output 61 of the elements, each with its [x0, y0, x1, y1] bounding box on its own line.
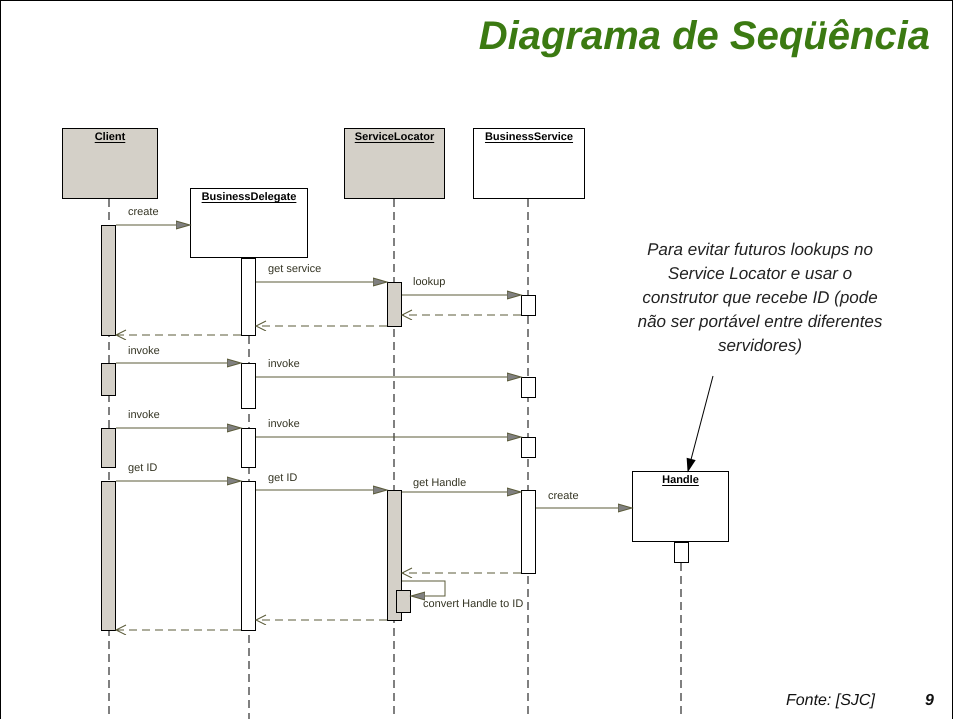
message-label: invoke: [128, 409, 160, 422]
activation-bar: [241, 481, 256, 631]
message-label: invoke: [268, 358, 300, 371]
pointer-arrow: [686, 376, 714, 472]
activation-bar: [101, 481, 116, 631]
object-name: ServiceLocator: [354, 131, 436, 143]
object-box: [62, 128, 158, 199]
activation-bar: [521, 490, 536, 574]
activation-bar: [521, 437, 536, 458]
object-name: BusinessDelegate: [200, 191, 298, 203]
activation-bar: [396, 590, 411, 613]
slide-title: Diagrama de Seqüência: [478, 14, 930, 59]
object-name: Client: [94, 131, 126, 143]
message-arrow: [256, 372, 522, 382]
note-text: Para evitar futuros lookups no Service Locator e usar o construtor que recebe ID (pode não ser portável entre diferentes servidores): [632, 238, 888, 358]
return-arrow: [402, 568, 522, 578]
message-label: create: [128, 206, 159, 219]
message-arrow: [402, 290, 522, 300]
message-label: convert Handle to ID: [423, 598, 524, 611]
message-label: get Handle: [413, 477, 466, 490]
source-note: Fonte: [SJC]: [786, 692, 875, 710]
object-box: [632, 471, 729, 542]
message-arrow: [536, 504, 632, 512]
object-box: [190, 188, 308, 258]
activation-bar: [241, 363, 256, 409]
activation-bar: [101, 428, 116, 468]
activation-bar: [241, 258, 256, 336]
activation-bar: [241, 428, 256, 468]
message-arrow: [116, 476, 242, 486]
message-label: invoke: [268, 418, 300, 431]
activation-bar: [521, 295, 536, 316]
return-arrow: [256, 614, 388, 626]
message-label: invoke: [128, 345, 160, 358]
return-arrow: [256, 320, 388, 332]
activation-bar: [101, 225, 116, 336]
message-label: get ID: [268, 472, 298, 485]
page-number: 9: [925, 692, 934, 710]
return-arrow: [402, 310, 522, 320]
message-arrow: [256, 486, 388, 494]
return-arrow: [116, 330, 242, 340]
activation-bar: [521, 377, 536, 398]
message-label: get ID: [128, 462, 158, 475]
message-arrow: [402, 580, 446, 600]
object-name: BusinessService: [484, 131, 574, 143]
message-arrow: [116, 358, 242, 368]
activation-bar: [101, 363, 116, 396]
object-box: [473, 128, 585, 199]
message-arrow: [256, 278, 388, 286]
object-name: Handle: [661, 474, 700, 486]
message-label: get service: [268, 263, 322, 276]
return-arrow: [116, 624, 242, 636]
message-arrow: [116, 424, 242, 432]
message-label: lookup: [413, 276, 446, 289]
activation-bar: [674, 542, 689, 563]
object-box: [344, 128, 445, 199]
message-arrow: [402, 488, 522, 496]
message-arrow: [116, 220, 190, 230]
message-arrow: [256, 432, 522, 442]
activation-bar: [387, 490, 402, 621]
activation-bar: [387, 282, 402, 327]
message-label: create: [548, 490, 579, 503]
